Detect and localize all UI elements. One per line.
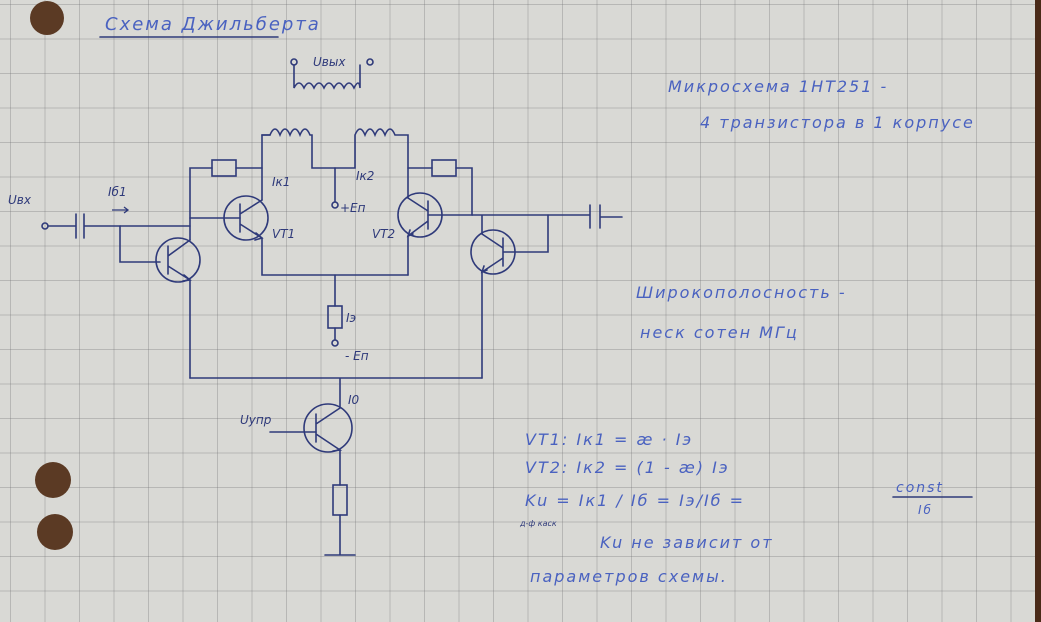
formula-vt1: VT1: Iк1 = æ · Iэ — [525, 430, 693, 449]
label-u-ctrl: Uупр — [240, 413, 272, 427]
label-vt1: VT1 — [272, 227, 295, 241]
formula-ku-denominator: Iб — [918, 503, 933, 517]
page-title: Схема Джильберта — [105, 14, 321, 35]
label-i-k2: Iк2 — [356, 169, 374, 183]
wire — [261, 134, 409, 276]
binder-hole — [35, 462, 71, 498]
note-chip-1: Микросхема 1НТ251 - — [668, 77, 888, 96]
label-vt2: VT2 — [372, 227, 395, 241]
note-bandwidth-2: неск сотен МГц — [640, 323, 799, 342]
note-bandwidth-1: Широкополосность - — [636, 283, 847, 302]
input-capacitor-wire — [47, 213, 161, 263]
formula-ku-numerator: const — [896, 480, 944, 496]
transistor-q1 — [155, 237, 201, 283]
formula-vt2: VT2: Iк2 = (1 - æ) Iэ — [525, 458, 730, 477]
wire — [189, 167, 263, 379]
conclusion-2: параметров схемы. — [530, 567, 728, 586]
resistor — [332, 484, 348, 516]
wire — [189, 377, 483, 409]
label-i-0: I0 — [348, 393, 360, 407]
formula-ku-subscript: д-ф каск — [519, 519, 557, 528]
output-terminal — [366, 58, 374, 66]
resistor — [211, 159, 237, 177]
conclusion-1: Ku не зависит от — [600, 533, 774, 552]
label-minus-en: - Eп — [345, 349, 369, 363]
arrow-icon — [112, 206, 130, 214]
output-capacitor-wire — [471, 204, 623, 379]
inductor-left — [261, 128, 336, 169]
binder-hole — [37, 514, 73, 550]
wire — [269, 431, 356, 556]
supply-terminal — [331, 201, 339, 209]
transistor-control — [303, 403, 353, 453]
label-u-in: Uвх — [8, 193, 32, 207]
wire — [119, 217, 241, 227]
inductor-right — [334, 128, 409, 199]
supply-terminal — [331, 339, 339, 347]
transistor-q4 — [470, 214, 549, 275]
output-coil — [293, 64, 361, 90]
label-i-e: Iэ — [346, 311, 356, 325]
label-plus-en: +Eп — [340, 201, 366, 215]
resistor — [327, 305, 343, 329]
resistor — [431, 159, 457, 177]
wire — [407, 167, 473, 276]
label-u-out: Uвых — [313, 55, 346, 69]
output-terminal — [290, 58, 298, 66]
label-i-b1: Iб1 — [108, 185, 127, 199]
label-i-k1: Iк1 — [272, 175, 290, 189]
binder-hole — [30, 1, 64, 35]
note-chip-2: 4 транзистора в 1 корпусе — [700, 113, 975, 132]
input-terminal — [41, 222, 49, 230]
formula-ku: Ku = Iк1 / Iб = Iэ/Iб = — [525, 491, 745, 510]
